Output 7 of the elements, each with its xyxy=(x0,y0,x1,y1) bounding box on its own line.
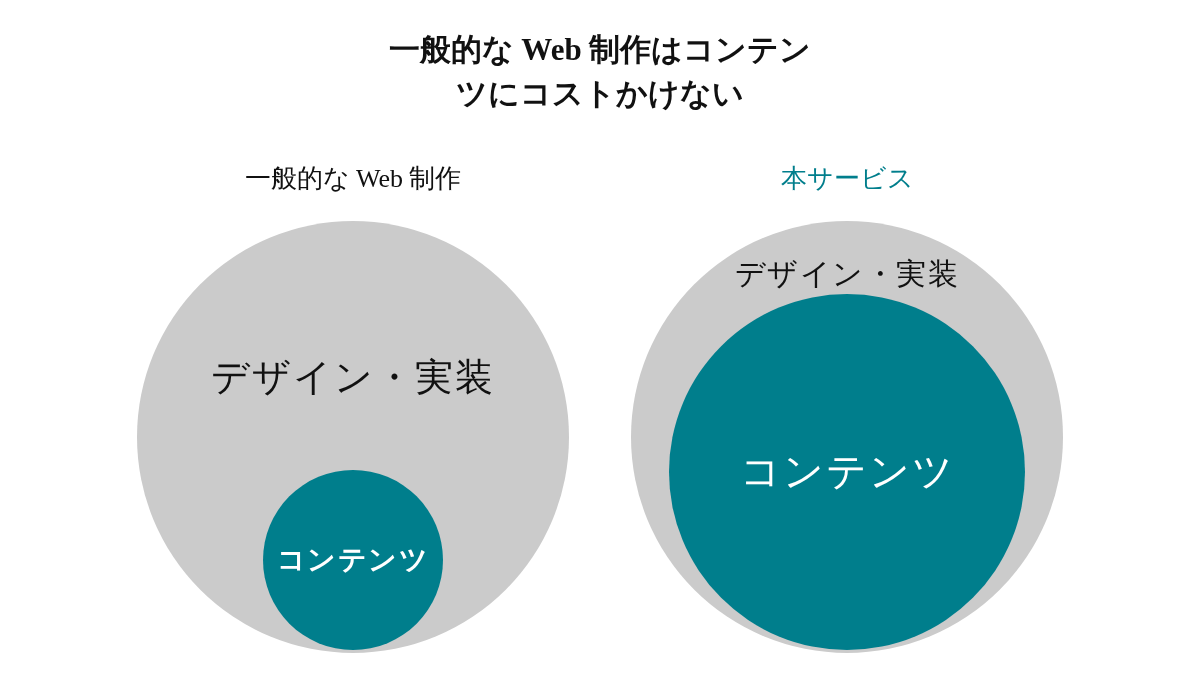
circle-label: コンテンツ xyxy=(739,448,955,496)
circle-label: コンテンツ xyxy=(277,543,429,577)
title: 一般的な Web 制作はコンテンツにコストかけない xyxy=(387,31,813,113)
circle-heading: 本サービス xyxy=(780,163,914,195)
circle-label: デザイン・実装 xyxy=(211,354,495,399)
circle-heading: 一般的な Web 制作 xyxy=(244,163,462,195)
circle-label: デザイン・実装 xyxy=(734,255,960,292)
